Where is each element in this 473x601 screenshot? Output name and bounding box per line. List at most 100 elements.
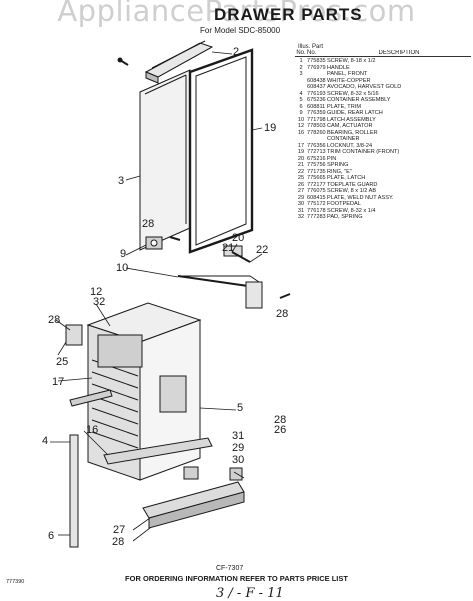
parts-row-number: 32 bbox=[297, 214, 305, 220]
handwritten-page-mark: 3 / - F - 11 bbox=[216, 586, 284, 601]
callout-4: 4 bbox=[42, 435, 49, 447]
parts-row-part-number: 772713 bbox=[307, 149, 326, 155]
callout-2: 2 bbox=[233, 46, 240, 58]
parts-row-part-number: 775665 bbox=[307, 175, 326, 181]
parts-row-description: FOOTPEDAL bbox=[327, 201, 361, 207]
parts-row-number: 4 bbox=[299, 90, 303, 97]
parts-row-description: RING, "E" bbox=[327, 168, 352, 175]
parts-row-part-number: 776359 bbox=[307, 110, 326, 116]
parts-row-part-number: 776075 bbox=[307, 188, 326, 194]
callout-17: 17 bbox=[52, 376, 65, 388]
parts-row-description: PLATE, LATCH bbox=[327, 175, 366, 181]
parts-row-part-number: 776178 bbox=[307, 207, 326, 214]
callout-22: 22 bbox=[256, 244, 269, 256]
footpedal-drawing bbox=[142, 466, 245, 529]
parts-row-description: PAD, SPRING bbox=[327, 214, 363, 220]
page-subtitle: For Model SDC-85000 bbox=[200, 26, 281, 35]
parts-row-number: 19 bbox=[297, 149, 305, 155]
parts-row-part-number: 777283 bbox=[307, 214, 326, 220]
parts-row-part-number: 608811 bbox=[307, 103, 326, 110]
callout-21: 21 bbox=[222, 242, 235, 254]
parts-row-description: WHITE-COPPER bbox=[327, 77, 371, 84]
parts-list-row: CONTAINER bbox=[295, 136, 471, 143]
callout-28-left: 28 bbox=[48, 314, 61, 326]
parts-row-part-number: 771798 bbox=[307, 116, 326, 123]
parts-row-description: TRIM CONTAINER (FRONT) bbox=[327, 149, 400, 155]
parts-row-part-number: 775172 bbox=[307, 201, 326, 207]
parts-row-number: 12 bbox=[297, 123, 305, 129]
parts-row-number: 3 bbox=[299, 71, 303, 77]
callout-3: 3 bbox=[118, 175, 125, 187]
callout-31: 31 bbox=[232, 430, 245, 442]
parts-row-number: 1 bbox=[299, 58, 303, 64]
callout-27: 27 bbox=[113, 524, 126, 536]
parts-row-description: CAM, ACTUATOR bbox=[327, 123, 373, 129]
parts-row-part-number: 775756 bbox=[307, 162, 326, 168]
parts-row-description: TOEPLATE GUARD bbox=[327, 181, 378, 188]
parts-row-number: 6 bbox=[299, 103, 303, 110]
parts-row-part-number: 675236 bbox=[307, 97, 326, 103]
parts-list-header-illus: Illus. Part bbox=[298, 44, 324, 50]
document-number: 777390 bbox=[6, 579, 25, 585]
parts-row-description: GUIDE, REAR LATCH bbox=[327, 110, 383, 116]
drawer-handle-drawing bbox=[144, 40, 214, 84]
callout-20: 20 bbox=[232, 232, 245, 244]
column-header-part-no: No. bbox=[307, 50, 317, 56]
parts-row-part-number: 776979 bbox=[307, 64, 326, 71]
parts-row-description: PLATE, WELD NUT ASSY. bbox=[327, 194, 394, 201]
plate-weld-rod-drawing bbox=[69, 434, 79, 548]
figure-reference: CF-7307 bbox=[216, 565, 244, 572]
container-body-drawing bbox=[86, 302, 202, 481]
latch-assembly-drawing bbox=[177, 245, 291, 309]
parts-row-number: 20 bbox=[297, 155, 305, 162]
callout-16: 16 bbox=[86, 424, 99, 436]
callout-5: 5 bbox=[237, 402, 244, 414]
callout-28-lower: 28 bbox=[274, 414, 287, 426]
parts-row-part-number: 776356 bbox=[307, 142, 326, 149]
trim-frame-drawing bbox=[188, 48, 254, 254]
column-header-no: No. bbox=[296, 50, 306, 56]
parts-row-part-number: 608415 bbox=[307, 194, 326, 201]
parts-row-number: 10 bbox=[297, 116, 305, 123]
parts-row-description: LATCH ASSEMBLY bbox=[327, 116, 376, 123]
parts-row-number: 2 bbox=[299, 64, 303, 71]
callout-9: 9 bbox=[120, 248, 127, 260]
callout-26: 26 bbox=[274, 424, 287, 436]
parts-row-part-number: 778260 bbox=[307, 129, 326, 136]
parts-list-header: No. No. DESCRIPTION bbox=[295, 50, 471, 57]
parts-row-description: HANDLE bbox=[327, 64, 350, 71]
callout-29: 29 bbox=[232, 442, 245, 454]
parts-row-description: CONTAINER ASSEMBLY bbox=[327, 97, 391, 103]
parts-row-part-number: 771735 bbox=[307, 168, 326, 175]
parts-row-description: PIN bbox=[327, 155, 337, 162]
ordering-note: FOR ORDERING INFORMATION REFER TO PARTS … bbox=[125, 574, 348, 583]
parts-row-part-number: 778503 bbox=[307, 123, 326, 129]
parts-row-number: 22 bbox=[297, 168, 305, 175]
parts-row-part-number: 608437 bbox=[307, 84, 326, 90]
callout-6: 6 bbox=[48, 530, 55, 542]
